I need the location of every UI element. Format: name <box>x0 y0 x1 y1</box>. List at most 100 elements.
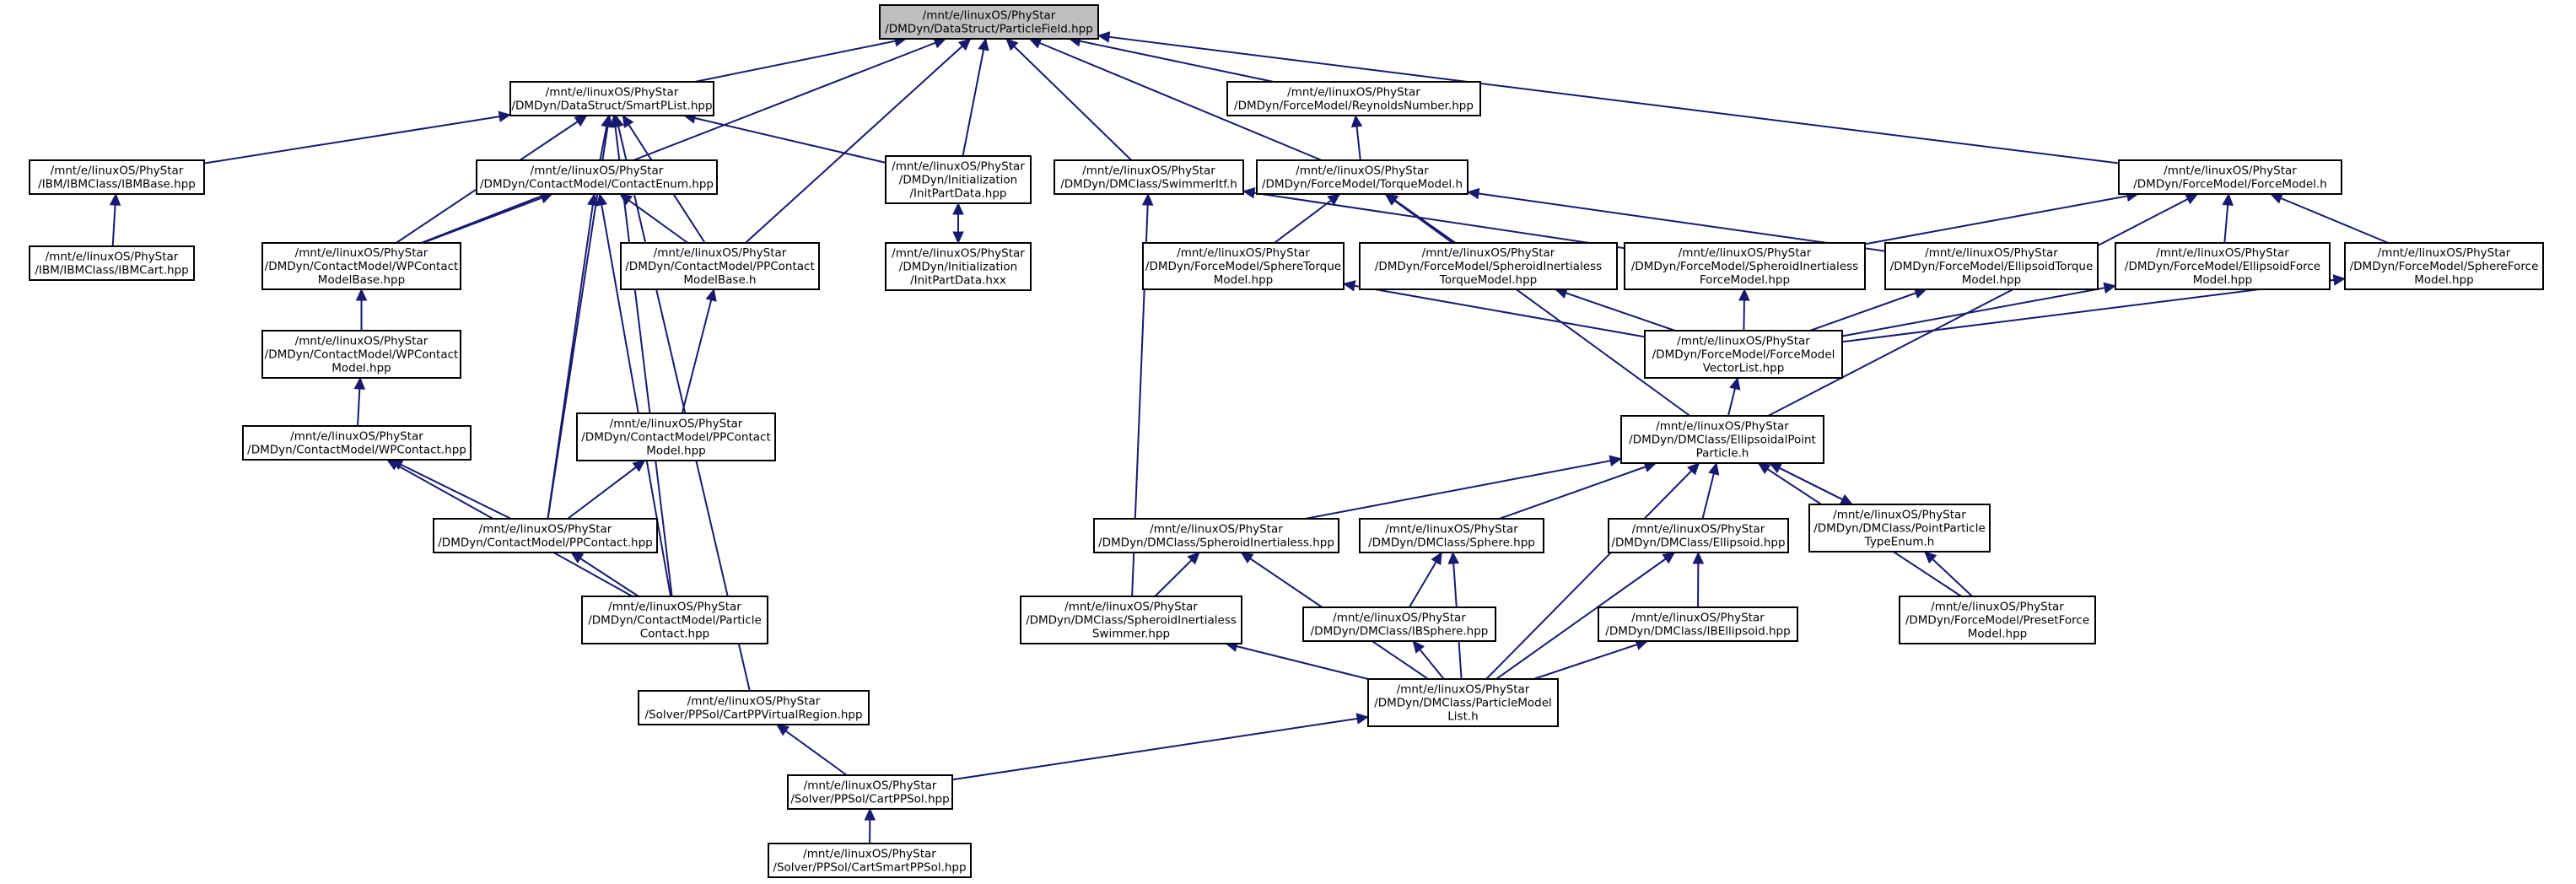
node-initpartdata_hpp[interactable]: /mnt/e/linuxOS/PhyStar/DMDyn/Initializat… <box>885 155 1032 204</box>
node-swimmeritf[interactable]: /mnt/e/linuxOS/PhyStar/DMDyn/DMClass/Swi… <box>1054 159 1244 195</box>
node-box <box>1644 330 1843 379</box>
node-label-line: /mnt/e/linuxOS/PhyStar <box>1632 523 1765 536</box>
node-spheretorque[interactable]: /mnt/e/linuxOS/PhyStar/DMDyn/ForceModel/… <box>1142 242 1345 290</box>
node-label-line: /mnt/e/linuxOS/PhyStar <box>1656 420 1789 434</box>
node-box <box>476 159 718 195</box>
edge-sphereforce-to-forcemodel <box>2270 193 2389 244</box>
node-ibmcart[interactable]: /mnt/e/linuxOS/PhyStar/IBM/IBMClass/IBMC… <box>29 245 195 281</box>
node-initpartdata_hxx[interactable]: /mnt/e/linuxOS/PhyStar/DMDyn/Initializat… <box>885 242 1032 291</box>
node-label-line: /mnt/e/linuxOS/PhyStar <box>51 164 184 178</box>
node-ellipsoidforce[interactable]: /mnt/e/linuxOS/PhyStar/DMDyn/ForceModel/… <box>2115 242 2331 290</box>
arrowhead-ibsphere-to-sphere <box>1431 551 1442 566</box>
node-contactenum[interactable]: /mnt/e/linuxOS/PhyStar/DMDyn/ContactMode… <box>476 159 718 195</box>
node-box <box>1598 606 1798 642</box>
node-spheroidinertialesstorque[interactable]: /mnt/e/linuxOS/PhyStar/DMDyn/ForceModel/… <box>1359 242 1618 290</box>
node-label-line: /DMDyn/ContactModel/ContactEnum.hpp <box>480 178 714 191</box>
node-spheroidinertialess[interactable]: /mnt/e/linuxOS/PhyStar/DMDyn/DMClass/Sph… <box>1093 518 1339 553</box>
node-torquemodel[interactable]: /mnt/e/linuxOS/PhyStar/DMDyn/ForceModel/… <box>1256 159 1469 195</box>
node-label-line: /DMDyn/Initialization <box>899 261 1017 274</box>
node-pointparticletypeenum[interactable]: /mnt/e/linuxOS/PhyStar/DMDyn/DMClass/Poi… <box>1808 504 1991 552</box>
node-label-line: Model.hpp <box>646 445 706 458</box>
arrowhead-particlemodellist-to-ellipsoid <box>1662 552 1676 564</box>
node-forcemodel[interactable]: /mnt/e/linuxOS/PhyStar/DMDyn/ForceModel/… <box>2118 159 2342 195</box>
edge-forcemodel-to-particlefield <box>1097 35 2120 164</box>
arrowhead-ppcontact-to-smartplist <box>601 114 614 128</box>
node-cartppsol[interactable]: /mnt/e/linuxOS/PhyStar/Solver/PPSol/Cart… <box>787 774 953 810</box>
node-ibmbase[interactable]: /mnt/e/linuxOS/PhyStar/IBM/IBMClass/IBMB… <box>29 159 205 195</box>
node-label-line: /DMDyn/DMClass/ParticleModel <box>1374 697 1552 710</box>
edge-spheroidinertialessforce-to-swimmeritf <box>1242 190 1625 250</box>
arrowhead-cartppsol-to-particlemodellist <box>1355 713 1370 725</box>
node-cartppvirtualregion[interactable]: /mnt/e/linuxOS/PhyStar/Solver/PPSol/Cart… <box>638 690 870 725</box>
node-box <box>1624 242 1866 290</box>
node-spheroidinertialessswimmer[interactable]: /mnt/e/linuxOS/PhyStar/DMDyn/DMClass/Sph… <box>1020 596 1242 644</box>
edge-cartppsol-to-particlemodellist <box>951 715 1369 781</box>
node-box <box>1359 518 1544 553</box>
arrowhead-ellipsoidforce-to-forcemodel <box>2222 192 2234 207</box>
node-label-line: /mnt/e/linuxOS/PhyStar <box>2156 246 2289 260</box>
arrowhead-ibellipsoid-to-ellipsoid <box>1692 551 1705 564</box>
node-box <box>1608 518 1789 553</box>
node-ppcontactmodelbase[interactable]: /mnt/e/linuxOS/PhyStar/DMDyn/ContactMode… <box>620 242 820 290</box>
node-label-line: /mnt/e/linuxOS/PhyStar <box>804 779 937 793</box>
arrowhead-ellipsoidtorque-to-torquemodel <box>1466 187 1480 200</box>
arrowhead-wpcontact-to-wpcontactmodel <box>353 376 366 390</box>
node-box <box>1808 504 1991 552</box>
node-ppcontact[interactable]: /mnt/e/linuxOS/PhyStar/DMDyn/ContactMode… <box>433 518 658 553</box>
node-label-line: /DMDyn/ForceModel/ForceModel <box>1652 348 1835 362</box>
node-particlefield[interactable]: /mnt/e/linuxOS/PhyStar/DMDyn/DataStruct/… <box>879 4 1099 40</box>
node-smartplist[interactable]: /mnt/e/linuxOS/PhyStar/DMDyn/DataStruct/… <box>509 81 714 116</box>
node-cartsmartppsol[interactable]: /mnt/e/linuxOS/PhyStar/Solver/PPSol/Cart… <box>768 843 972 878</box>
edge-swimmeritf-to-particlefield <box>1005 38 1133 161</box>
node-wpcontactmodelbase[interactable]: /mnt/e/linuxOS/PhyStar/DMDyn/ContactMode… <box>261 242 461 290</box>
arrowhead-forcemodelvectorlist-to-spheroidinertialessforce <box>1738 288 1750 301</box>
node-label-line: /mnt/e/linuxOS/PhyStar <box>1177 246 1310 260</box>
node-box <box>638 690 870 725</box>
node-ellipsoid[interactable]: /mnt/e/linuxOS/PhyStar/DMDyn/DMClass/Ell… <box>1608 518 1789 553</box>
arrowhead-cartppvirtualregion-to-smartplist <box>612 114 624 128</box>
arrowhead-torquemodel-to-particlefield <box>1028 37 1043 49</box>
node-label-line: TorqueModel.hpp <box>1439 273 1537 287</box>
node-ellipsoidtorque[interactable]: /mnt/e/linuxOS/PhyStar/DMDyn/ForceModel/… <box>1884 242 2099 290</box>
edge-spheroidinertialess-to-ellipsoidalpointparticle <box>1305 457 1622 520</box>
node-label-line: /mnt/e/linuxOS/PhyStar <box>1422 246 1555 260</box>
node-reynoldsnumber[interactable]: /mnt/e/linuxOS/PhyStar/DMDyn/ForceModel/… <box>1226 81 1481 116</box>
node-label-line: /IBM/IBMClass/IBMBase.hpp <box>38 178 196 191</box>
arrowhead-presetforce-to-pointparticletypeenum <box>1923 551 1937 564</box>
node-sphere[interactable]: /mnt/e/linuxOS/PhyStar/DMDyn/DMClass/Sph… <box>1359 518 1544 553</box>
node-ibellipsoid[interactable]: /mnt/e/linuxOS/PhyStar/DMDyn/DMClass/IBE… <box>1598 606 1798 642</box>
node-box <box>509 81 714 116</box>
node-label-line: /mnt/e/linuxOS/PhyStar <box>546 86 679 100</box>
arrowhead-wpcontactmodelbase-to-smartplist <box>574 115 588 127</box>
arrowhead-spheroidinertialessforce-to-swimmeritf <box>1242 187 1256 199</box>
node-particlemodellist[interactable]: /mnt/e/linuxOS/PhyStar/DMDyn/DMClass/Par… <box>1367 678 1559 727</box>
node-label-line: Model.hpp <box>1968 628 2028 641</box>
node-spheroidinertialessforce[interactable]: /mnt/e/linuxOS/PhyStar/DMDyn/ForceModel/… <box>1624 242 1866 290</box>
node-presetforce[interactable]: /mnt/e/linuxOS/PhyStar/DMDyn/ForceModel/… <box>1899 596 2096 644</box>
node-label-line: /DMDyn/ForceModel/ForceModel.h <box>2133 178 2327 191</box>
node-label-line: /InitPartData.hpp <box>909 187 1006 201</box>
arrowhead-swimmeritf-to-particlefield <box>1005 38 1019 51</box>
edge-ppcontactmodelbase-to-contactenum <box>619 193 689 244</box>
node-label-line: /DMDyn/DMClass/IBEllipsoid.hpp <box>1605 625 1790 639</box>
node-box <box>1302 606 1496 642</box>
arrowhead-ellipsoidalpointparticle-to-pointparticletypeenum <box>1839 493 1854 505</box>
node-wpcontact[interactable]: /mnt/e/linuxOS/PhyStar/DMDyn/ContactMode… <box>242 425 472 461</box>
node-ellipsoidalpointparticle[interactable]: /mnt/e/linuxOS/PhyStar/DMDyn/DMClass/Ell… <box>1620 415 1824 464</box>
node-label-line: /mnt/e/linuxOS/PhyStar <box>1931 601 2064 614</box>
node-forcemodelvectorlist[interactable]: /mnt/e/linuxOS/PhyStar/DMDyn/ForceModel/… <box>1644 330 1843 379</box>
node-ibsphere[interactable]: /mnt/e/linuxOS/PhyStar/DMDyn/DMClass/IBS… <box>1302 606 1496 642</box>
node-box <box>1142 242 1345 290</box>
node-sphereforce[interactable]: /mnt/e/linuxOS/PhyStar/DMDyn/ForceModel/… <box>2344 242 2544 290</box>
arrowhead-particlemodellist-to-spheroidinertialess <box>1240 552 1254 564</box>
node-ppcontactmodel[interactable]: /mnt/e/linuxOS/PhyStar/DMDyn/ContactMode… <box>576 412 776 461</box>
node-label-line: /DMDyn/ContactModel/WPContact.hpp <box>247 444 466 457</box>
edge-particlecontact-to-ppcontact <box>570 552 639 597</box>
node-label-line: /mnt/e/linuxOS/PhyStar <box>290 430 423 444</box>
node-wpcontactmodel[interactable]: /mnt/e/linuxOS/PhyStar/DMDyn/ContactMode… <box>261 330 461 379</box>
node-box <box>2344 242 2544 290</box>
node-particlecontact[interactable]: /mnt/e/linuxOS/PhyStar/DMDyn/ContactMode… <box>581 596 768 644</box>
node-label-line: /DMDyn/ForceModel/PresetForce <box>1905 614 2089 628</box>
edge-particlemodellist-to-ellipsoid <box>1495 552 1675 680</box>
